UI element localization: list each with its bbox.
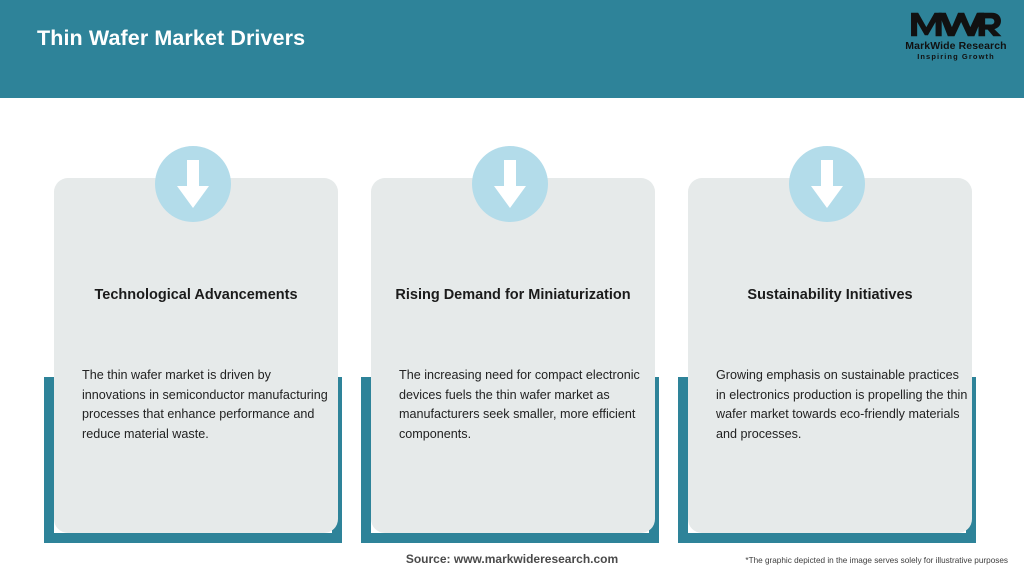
driver-title: Technological Advancements (94, 287, 298, 303)
driver-description: The thin wafer market is driven by innov… (82, 368, 328, 441)
driver-card[interactable]: Sustainability Initiatives Growing empha… (688, 178, 972, 533)
down-arrow-icon (494, 160, 526, 208)
source-note: Source: www.markwideresearch.com (405, 552, 619, 566)
logo-tagline: Inspiring Growth (917, 52, 995, 61)
down-arrow-badge (789, 146, 865, 222)
driver-column[interactable]: Rising Demand for Miniaturization The in… (351, 140, 669, 544)
driver-column[interactable]: Technological Advancements The thin wafe… (34, 140, 352, 544)
down-arrow-badge (155, 146, 231, 222)
header-bar (0, 0, 1024, 98)
driver-title: Rising Demand for Miniaturization (395, 287, 631, 303)
down-arrow-badge (472, 146, 548, 222)
driver-description: The increasing need for compact electron… (399, 368, 640, 441)
driver-card[interactable]: Technological Advancements The thin wafe… (54, 178, 338, 533)
down-arrow-icon (177, 160, 209, 208)
mwr-monogram-icon (911, 12, 1002, 37)
driver-column[interactable]: Sustainability Initiatives Growing empha… (668, 140, 986, 544)
logo-company-name: MarkWide Research (905, 40, 1007, 52)
disclaimer-note: *The graphic depicted in the image serve… (745, 556, 1008, 565)
page-title: Thin Wafer Market Drivers (37, 26, 306, 50)
driver-card[interactable]: Rising Demand for Miniaturization The in… (371, 178, 655, 533)
driver-title: Sustainability Initiatives (747, 287, 913, 303)
driver-description: Growing emphasis on sustainable practice… (716, 368, 968, 441)
brand-logo: MarkWide Research Inspiring Growth (902, 9, 1010, 65)
down-arrow-icon (811, 160, 843, 208)
